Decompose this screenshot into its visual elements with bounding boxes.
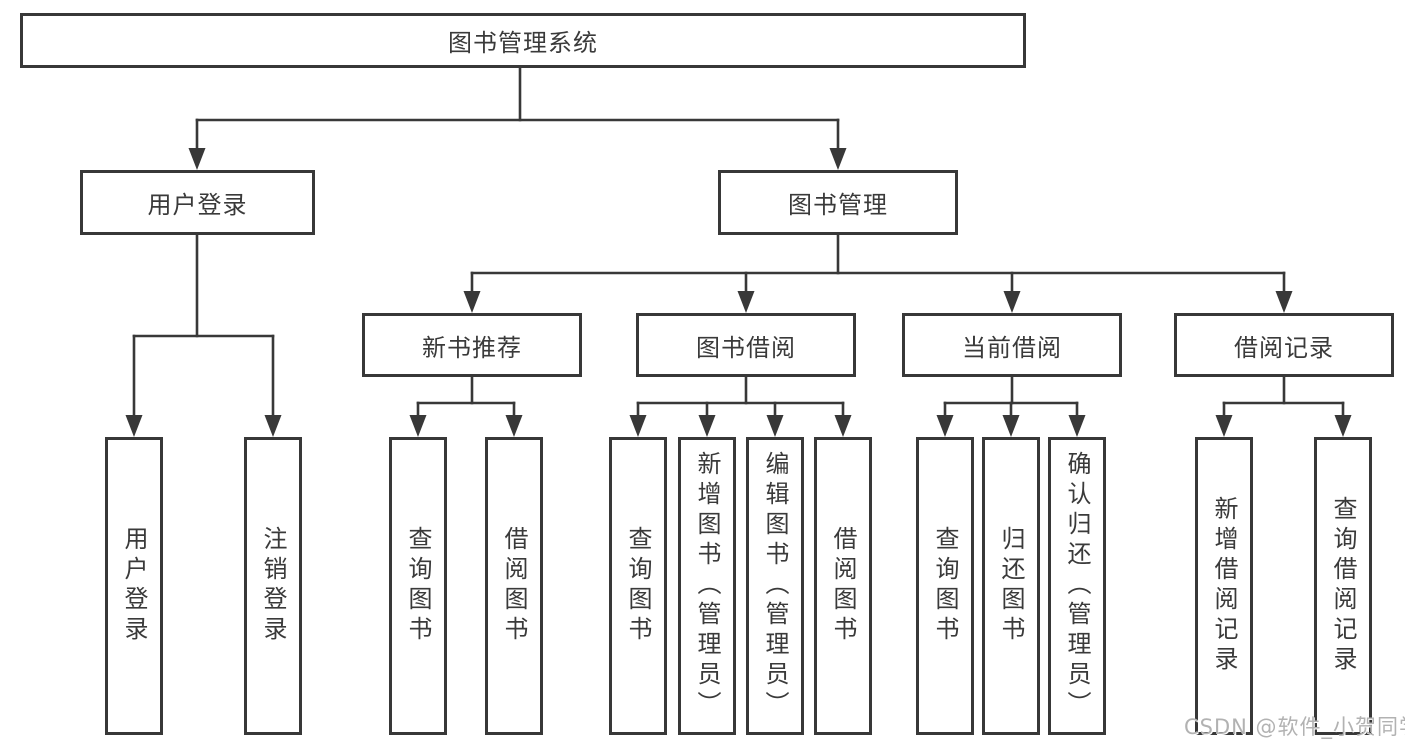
arrowhead-group-record bbox=[1275, 291, 1293, 313]
arrowhead-leaf bbox=[936, 415, 954, 437]
leaf-edit-books-admin-label: 编辑图书（管理员） bbox=[761, 451, 789, 721]
node-new-book-recommend-label: 新书推荐 bbox=[422, 333, 522, 362]
arrowhead-leaf bbox=[1002, 415, 1020, 437]
fork-user-login bbox=[125, 233, 282, 437]
node-borrow-record-label: 借阅记录 bbox=[1234, 333, 1334, 362]
node-user-login: 用户登录 bbox=[80, 170, 315, 235]
leaf-query-books-recommend-label: 查询图书 bbox=[404, 526, 432, 646]
arrowhead-leaf bbox=[1334, 415, 1352, 437]
leaf-user-login: 用户登录 bbox=[105, 437, 163, 735]
leaf-query-borrow-record: 查询借阅记录 bbox=[1314, 437, 1372, 735]
arrowhead-group-current bbox=[1003, 291, 1021, 313]
arrowhead-leaf bbox=[834, 415, 852, 437]
leaf-confirm-return-admin: 确认归还（管理员） bbox=[1048, 437, 1106, 735]
node-current-borrow: 当前借阅 bbox=[902, 313, 1122, 377]
node-borrow-record: 借阅记录 bbox=[1174, 313, 1394, 377]
node-new-book-recommend: 新书推荐 bbox=[362, 313, 582, 377]
leaf-add-borrow-record-label: 新增借阅记录 bbox=[1210, 496, 1238, 676]
node-book-management-label: 图书管理 bbox=[788, 191, 888, 219]
fork-recommend bbox=[409, 375, 523, 437]
arrowhead-leaf bbox=[629, 415, 647, 437]
leaf-add-borrow-record: 新增借阅记录 bbox=[1195, 437, 1253, 735]
fork-current bbox=[936, 375, 1086, 437]
leaf-user-login-label: 用户登录 bbox=[120, 526, 148, 646]
leaf-borrow-books-recommend: 借阅图书 bbox=[485, 437, 543, 735]
node-user-login-label: 用户登录 bbox=[147, 191, 248, 219]
leaf-query-books-borrow-label: 查询图书 bbox=[624, 526, 652, 646]
leaf-return-books: 归还图书 bbox=[982, 437, 1040, 735]
fork-record bbox=[1215, 375, 1352, 437]
node-root: 图书管理系统 bbox=[20, 13, 1026, 68]
arrowhead-leaf bbox=[1068, 415, 1086, 437]
fork-book-mgmt bbox=[463, 233, 1293, 313]
node-current-borrow-label: 当前借阅 bbox=[962, 333, 1062, 362]
node-book-borrow-label: 图书借阅 bbox=[696, 333, 796, 362]
leaf-query-books-borrow: 查询图书 bbox=[609, 437, 667, 735]
leaf-add-books-admin-label: 新增图书（管理员） bbox=[693, 451, 721, 721]
leaf-query-books-current-label: 查询图书 bbox=[931, 526, 959, 646]
leaf-logout-label: 注销登录 bbox=[259, 526, 287, 646]
arrowhead-leaf bbox=[409, 415, 427, 437]
arrowhead-leaf bbox=[766, 415, 784, 437]
arrowhead-leaf bbox=[1215, 415, 1233, 437]
leaf-borrow-books-borrow: 借阅图书 bbox=[814, 437, 872, 735]
csdn-watermark: CSDN @软件_小贺同学 bbox=[1184, 715, 1405, 739]
leaf-logout: 注销登录 bbox=[244, 437, 302, 735]
arrowhead-leaf-logout bbox=[264, 415, 282, 437]
node-book-borrow: 图书借阅 bbox=[636, 313, 856, 377]
leaf-borrow-books-borrow-label: 借阅图书 bbox=[829, 526, 857, 646]
arrowhead-book-mgmt bbox=[829, 148, 847, 170]
arrowhead-leaf-login bbox=[125, 415, 143, 437]
arrowhead-user-login bbox=[188, 148, 206, 170]
leaf-confirm-return-admin-label: 确认归还（管理员） bbox=[1063, 451, 1091, 721]
leaf-query-borrow-record-label: 查询借阅记录 bbox=[1329, 496, 1357, 676]
fork-borrow bbox=[629, 375, 852, 437]
fork-root bbox=[188, 66, 847, 170]
leaf-return-books-label: 归还图书 bbox=[997, 526, 1025, 646]
leaf-query-books-recommend: 查询图书 bbox=[389, 437, 447, 735]
leaf-edit-books-admin: 编辑图书（管理员） bbox=[746, 437, 804, 735]
node-book-management: 图书管理 bbox=[718, 170, 958, 235]
arrowhead-group-recommend bbox=[463, 291, 481, 313]
node-root-label: 图书管理系统 bbox=[448, 29, 598, 57]
arrowhead-leaf bbox=[698, 415, 716, 437]
leaf-borrow-books-recommend-label: 借阅图书 bbox=[500, 526, 528, 646]
arrowhead-group-borrow bbox=[737, 291, 755, 313]
leaf-add-books-admin: 新增图书（管理员） bbox=[678, 437, 736, 735]
arrowhead-leaf bbox=[505, 415, 523, 437]
leaf-query-books-current: 查询图书 bbox=[916, 437, 974, 735]
